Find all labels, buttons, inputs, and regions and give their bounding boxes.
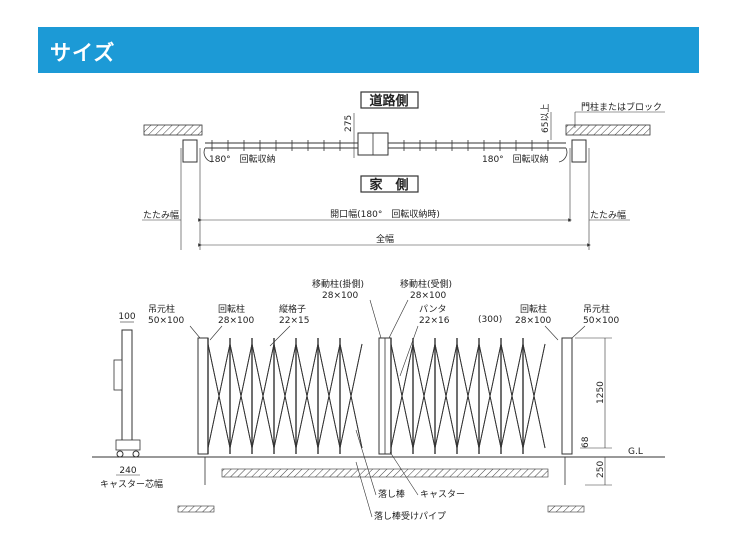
right-side-post xyxy=(571,139,587,163)
lattice-member xyxy=(434,343,458,449)
moving-post-recv-name: 移動柱(受側) xyxy=(400,278,452,290)
drop-bar-label: 落し棒 xyxy=(378,488,405,500)
lattice-member xyxy=(284,343,297,449)
lattice-member xyxy=(317,343,330,449)
pillar-note-label: 門柱またはブロック xyxy=(581,101,662,113)
left-side-post xyxy=(182,139,198,163)
lattice-member xyxy=(533,343,546,449)
section-header: サイズ xyxy=(38,27,699,73)
lattice xyxy=(207,338,546,454)
lattice-member xyxy=(522,343,535,449)
rotation-right-label: 180° 回転収納 xyxy=(482,153,549,165)
gate-bar-ticks xyxy=(211,140,549,151)
foundation-channel xyxy=(221,468,549,478)
lattice-member xyxy=(328,343,341,449)
lattice-member xyxy=(339,343,352,449)
lattice-member xyxy=(262,343,275,449)
lattice-member xyxy=(306,343,319,449)
side-view-post xyxy=(121,329,133,449)
height-1250-label: 1250 xyxy=(596,381,606,404)
lattice-member xyxy=(478,343,491,449)
hanging-post-left-name: 吊元柱 xyxy=(148,303,175,315)
lattice-member xyxy=(423,343,436,449)
house-side-box xyxy=(360,175,419,193)
section-title: サイズ xyxy=(50,41,116,65)
plan-view: 275 180° 回転収納 180° 回転収納 65以上 門柱またはブロック 道… xyxy=(142,91,665,250)
moving-post-hook-name: 移動柱(掛側) xyxy=(312,278,364,290)
left-rotation-arc xyxy=(203,147,213,163)
lattice-member xyxy=(229,343,242,449)
rotating-post-right-name: 回転柱 xyxy=(520,303,547,315)
lattice-member xyxy=(467,343,480,449)
lattice-member xyxy=(500,343,524,449)
left-block-wall xyxy=(143,124,203,136)
opening-width-label: 開口幅(180° 回転収納時) xyxy=(330,208,440,220)
rotation-left-label: 180° 回転収納 xyxy=(209,153,276,165)
lattice-member xyxy=(456,343,469,449)
rotating-post-left-name: 回転柱 xyxy=(218,303,245,315)
vertical-bar-size: 22×15 xyxy=(279,316,309,326)
road-side-box xyxy=(360,91,419,109)
lattice-member xyxy=(522,343,546,449)
lattice-member xyxy=(251,343,275,449)
lattice-member xyxy=(500,343,513,449)
lattice-member xyxy=(273,343,286,449)
hanging-post-right-shape xyxy=(561,337,573,455)
lattice-member xyxy=(295,343,319,449)
panta-size: 22×16 xyxy=(419,316,450,326)
hanging-post-right-name: 吊元柱 xyxy=(583,303,610,315)
moving-post-recv-size: 28×100 xyxy=(410,291,446,301)
moving-post-hook-size: 28×100 xyxy=(322,291,358,301)
right-block-wall xyxy=(565,124,651,136)
fold-width-right-label: たたみ幅 xyxy=(590,209,626,221)
fold-width-left-label: たたみ幅 xyxy=(143,209,179,221)
lattice-member xyxy=(229,343,253,449)
lattice-member xyxy=(434,343,447,449)
vertical-bar-name: 縦格子 xyxy=(279,303,306,315)
lattice-member xyxy=(511,343,524,449)
total-width-label: 全幅 xyxy=(376,233,394,245)
lattice-member xyxy=(445,343,458,449)
lattice-member xyxy=(218,343,231,449)
depth-250-label: 250 xyxy=(596,461,606,478)
lattice-member xyxy=(456,343,480,449)
rotating-post-left-size: 28×100 xyxy=(218,316,254,326)
lattice-member xyxy=(489,343,502,449)
pitch-label: (300) xyxy=(478,315,502,325)
drop-pipe-label: 落し棒受けパイプ xyxy=(374,510,446,522)
lattice-member xyxy=(251,343,264,449)
ground-line-label: G.L xyxy=(628,447,643,457)
lattice-member xyxy=(317,343,341,449)
caster-width-label: キャスター芯幅 xyxy=(100,478,163,490)
lattice-member xyxy=(240,343,253,449)
lattice-member xyxy=(207,343,220,449)
lattice-member xyxy=(273,343,297,449)
side-view-caster xyxy=(115,439,141,451)
hanging-post-right-size: 50×100 xyxy=(583,316,619,326)
lattice-member xyxy=(390,343,403,449)
dim-65-label: 65以上 xyxy=(540,104,551,133)
panta-name: パンタ xyxy=(419,304,446,315)
rotating-post-right-size: 28×100 xyxy=(515,316,551,326)
lattice-member xyxy=(295,343,308,449)
house-side-label: 家 側 xyxy=(369,177,408,193)
lattice-member xyxy=(478,343,502,449)
road-side-label: 道路側 xyxy=(369,93,408,109)
caster-label: キャスター xyxy=(420,489,465,500)
lattice-member xyxy=(207,343,231,449)
dim-275-label: 275 xyxy=(344,115,354,132)
height-68-label: 68 xyxy=(581,436,591,448)
lattice-member xyxy=(412,343,425,449)
caster-width-value: 240 xyxy=(119,466,136,476)
hanging-post-left-size: 50×100 xyxy=(148,316,184,326)
lattice-member xyxy=(401,343,414,449)
lattice-member xyxy=(412,343,436,449)
lattice-member xyxy=(390,343,414,449)
hanging-post-left-shape xyxy=(197,337,209,455)
right-rotation-arc xyxy=(558,147,568,163)
elevation-view: G.L 100 240 キャスター芯幅 1250 68 250 xyxy=(92,278,665,522)
lattice-member xyxy=(339,343,363,449)
side-width-label: 100 xyxy=(118,312,135,322)
